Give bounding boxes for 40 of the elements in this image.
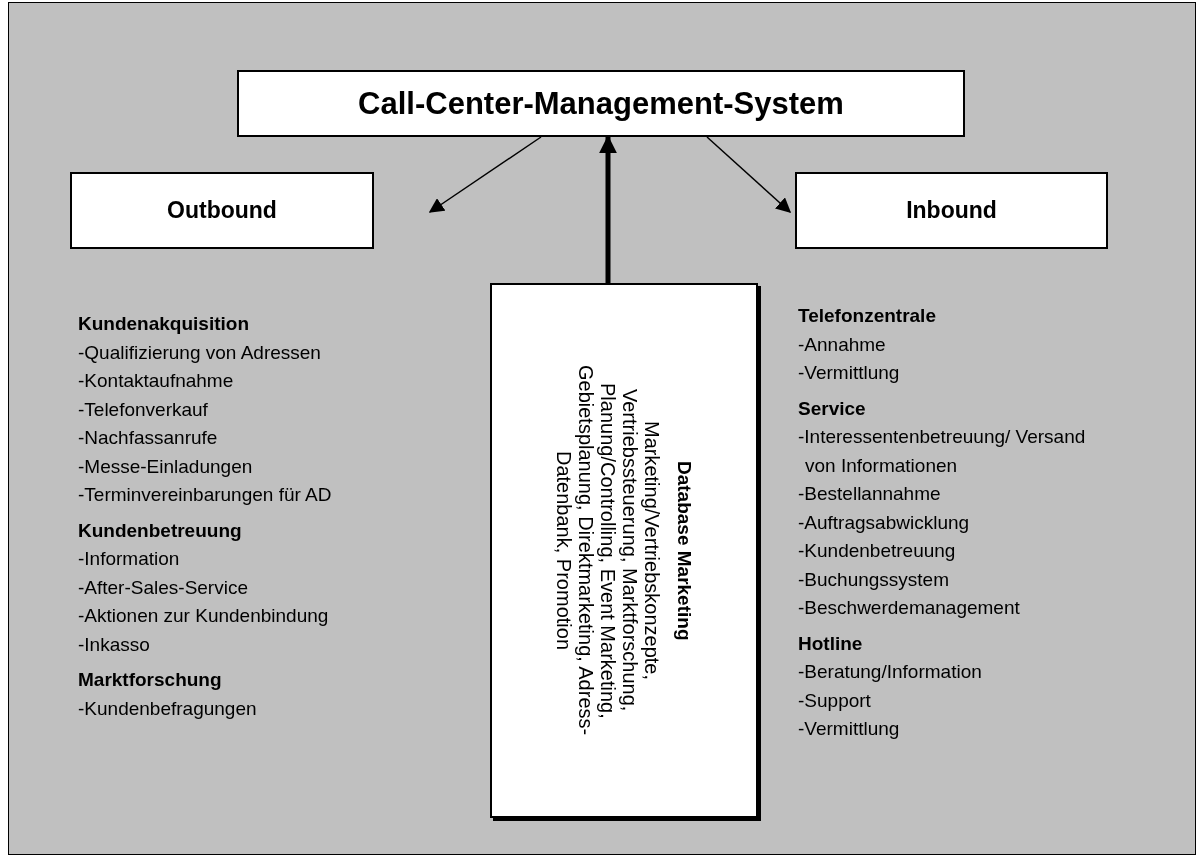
- list-item: -After-Sales-Service: [78, 575, 249, 600]
- list-item: -Aktionen zur Kundenbindung: [78, 604, 330, 628]
- list-item: -Kundenbefragungen: [78, 696, 258, 721]
- list-item: -Kontaktaufnahme: [78, 369, 235, 393]
- list-item: -Annahme: [798, 332, 887, 357]
- list-item: -Beratung/Information: [798, 660, 983, 684]
- arrow: [428, 136, 542, 213]
- list-item: -Bestellannahme: [798, 482, 942, 506]
- arrow: [706, 136, 792, 213]
- section-heading: Hotline: [798, 631, 864, 656]
- box-title: Outbound: [167, 197, 277, 224]
- box-heading: Database Marketing: [673, 460, 695, 641]
- section-heading: Service: [798, 396, 867, 421]
- list-item: -Auftragsabwicklung: [798, 510, 971, 535]
- process-box: [490, 283, 758, 818]
- list-item: -Interessentenbetreuung/ Versand von Informationen: [798, 425, 1087, 478]
- list-item: -Qualifizierung von Adressen: [78, 340, 322, 365]
- list-item: -Inkasso: [78, 632, 151, 657]
- list-item: -Kundenbetreuung: [798, 539, 957, 563]
- list-item: -Messe-Einladungen: [78, 454, 254, 479]
- list-item: -Vermittlung: [798, 361, 901, 385]
- list-item: -Beschwerdemanagement: [798, 596, 1021, 620]
- process-box: [795, 172, 1108, 249]
- section-heading: Kundenakquisition: [78, 312, 250, 336]
- list-item: -Vermittlung: [798, 717, 901, 741]
- process-box: [70, 172, 374, 249]
- list-item: -Terminvereinbarungen für AD: [78, 483, 333, 507]
- box-title: Call-Center-Management-System: [358, 85, 844, 122]
- box-title: Inbound: [906, 197, 997, 224]
- list-item: -Nachfassanrufe: [78, 426, 219, 450]
- arrow: [599, 135, 617, 283]
- process-box: [237, 70, 965, 137]
- section-heading: Telefonzentrale: [798, 304, 937, 328]
- list-item: -Information: [78, 547, 181, 571]
- box-text: Marketing/Vertriebskonzepte, Vertriebssteuerung, Marktforschung, Planung/Controlling, Event Marketing, Gebietsplanung, Direktmarketing, Adress-Datenbank, Promotion: [553, 364, 663, 738]
- list-item: -Support: [798, 688, 872, 713]
- list-item: -Telefonverkauf: [78, 397, 209, 422]
- section-heading: Marktforschung: [78, 668, 223, 692]
- section-heading: Kundenbetreuung: [78, 518, 243, 543]
- list-item: -Buchungssystem: [798, 567, 950, 592]
